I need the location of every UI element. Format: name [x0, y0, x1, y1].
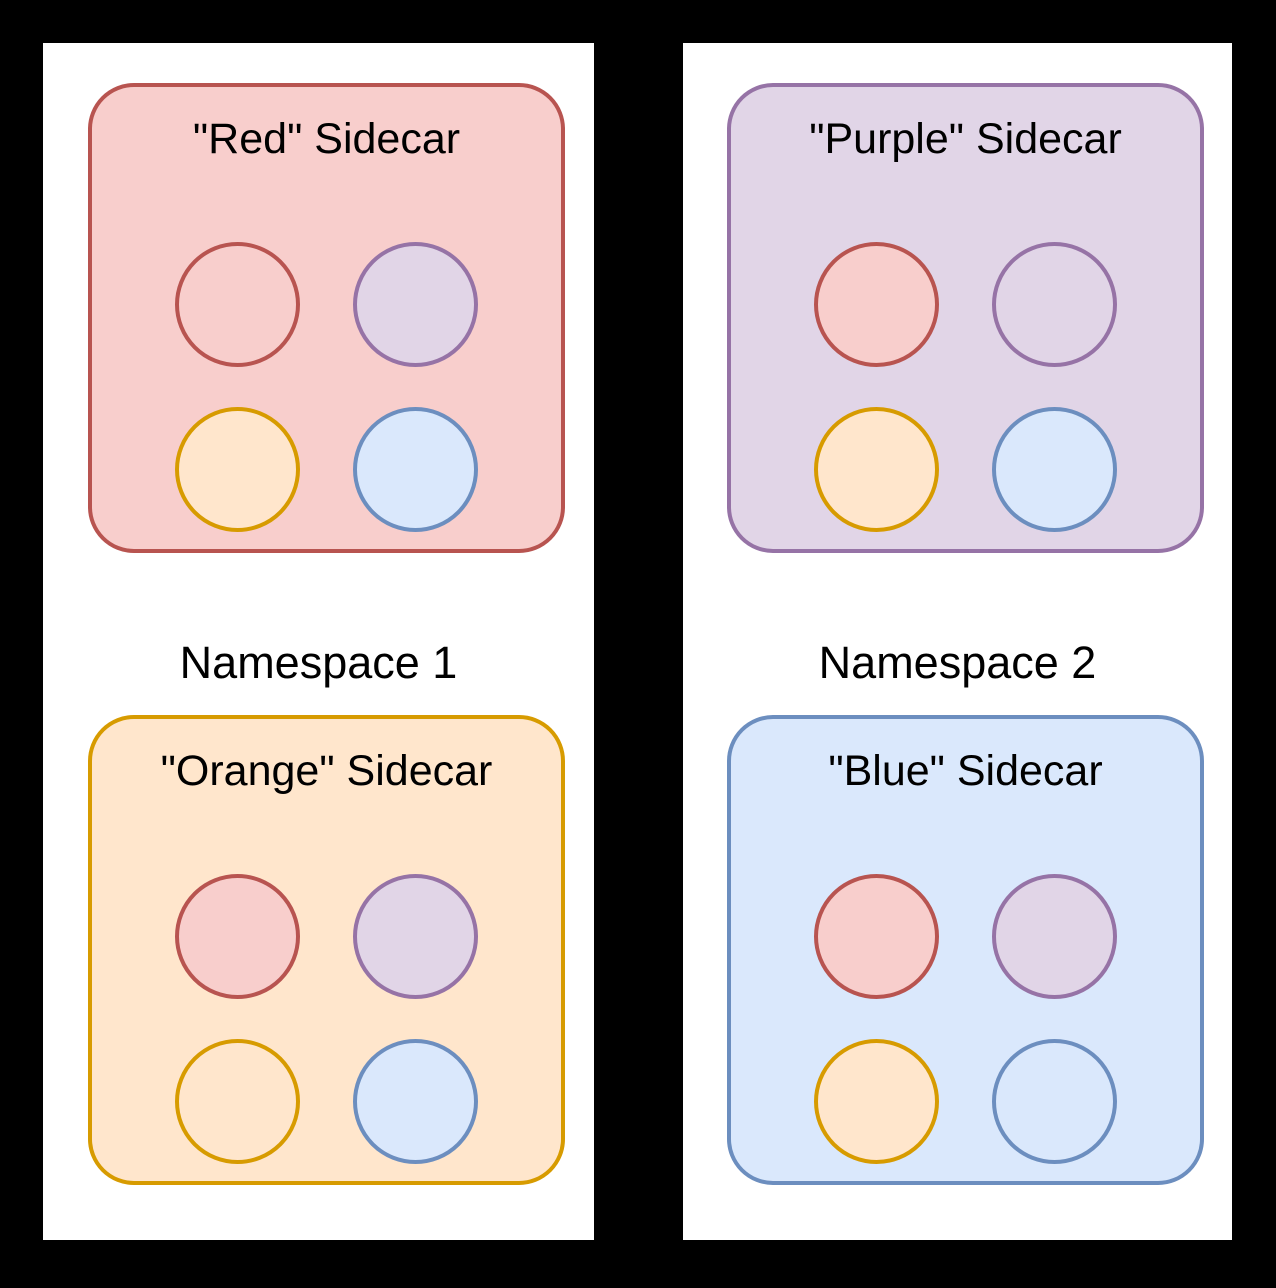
sidecar-title: "Orange" Sidecar [160, 747, 493, 795]
sidecar-title: "Purple" Sidecar [809, 115, 1122, 163]
pod-blue[interactable] [353, 1039, 479, 1164]
pod-red[interactable] [174, 242, 300, 367]
pod-orange[interactable] [813, 1039, 939, 1164]
pod-blue[interactable] [992, 1039, 1118, 1164]
sidecar-title: "Red" Sidecar [192, 115, 461, 163]
pod-purple[interactable] [992, 874, 1118, 999]
pod-grid [92, 242, 561, 532]
sidecar-purple[interactable]: "Purple" Sidecar [727, 83, 1204, 553]
sidecar-orange[interactable]: "Orange" Sidecar [88, 715, 565, 1185]
sidecar-blue[interactable]: "Blue" Sidecar [727, 715, 1204, 1185]
pod-grid [92, 874, 561, 1164]
pod-grid [731, 874, 1200, 1164]
namespace-label-1: Namespace 1 [179, 637, 458, 688]
sidecar-title: "Blue" Sidecar [828, 747, 1103, 795]
namespace-label-2: Namespace 2 [818, 637, 1097, 688]
pod-purple[interactable] [353, 874, 479, 999]
sidecar-red[interactable]: "Red" Sidecar [88, 83, 565, 553]
namespace-panel-2: "Purple" Sidecar Namespace 2 "Blue" Side… [683, 43, 1232, 1240]
pod-grid [731, 242, 1200, 532]
pod-purple[interactable] [992, 242, 1118, 367]
namespace-panel-1: "Red" Sidecar Namespace 1 "Orange" Sidec… [43, 43, 594, 1240]
pod-red[interactable] [174, 874, 300, 999]
pod-orange[interactable] [174, 1039, 300, 1164]
pod-orange[interactable] [813, 407, 939, 532]
pod-purple[interactable] [353, 242, 479, 367]
pod-red[interactable] [813, 242, 939, 367]
pod-orange[interactable] [174, 407, 300, 532]
pod-blue[interactable] [353, 407, 479, 532]
pod-blue[interactable] [992, 407, 1118, 532]
pod-red[interactable] [813, 874, 939, 999]
